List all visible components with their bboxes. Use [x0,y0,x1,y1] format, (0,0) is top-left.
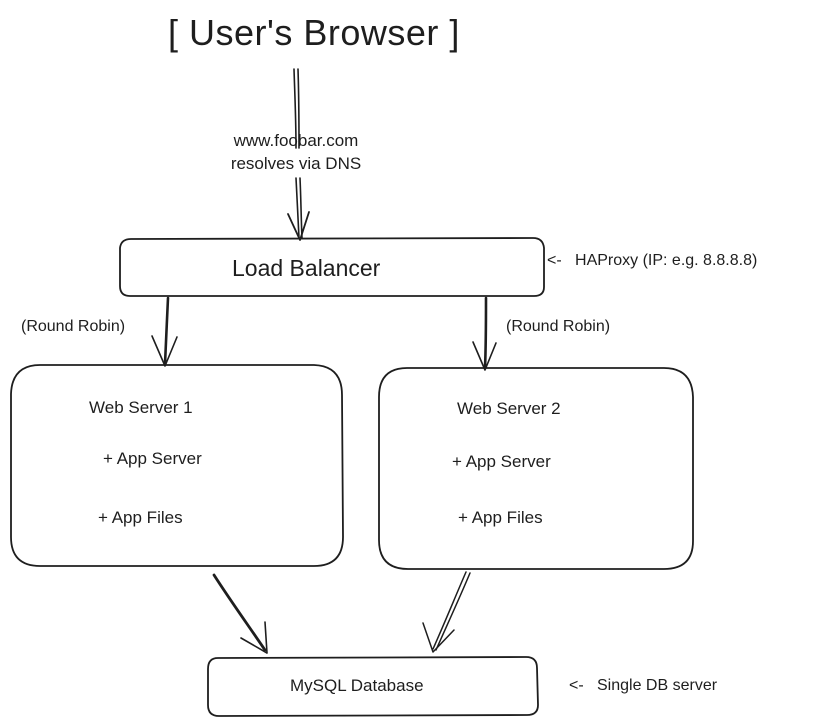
web-server-1-box [10,364,344,567]
haproxy-note: <- HAProxy (IP: e.g. 8.8.8.8) [547,252,758,269]
database-label: MySQL Database [290,676,424,695]
arrow-load-balancer-to-web-server-2 [472,296,497,371]
web-server-2-box [378,367,694,570]
web-server-1-title: Web Server 1 [89,398,193,417]
browser-title: [ User's Browser ] [168,12,460,53]
database-note: <- Single DB server [569,677,718,694]
arrow-load-balancer-to-web-server-1 [151,296,178,367]
web-server-1-app-files: + App Files [98,508,183,527]
load-balancer-box [119,237,545,297]
arrow-web-server-1-to-database [212,573,268,654]
web-server-2-app-server: + App Server [452,452,551,471]
load-balancer-label: Load Balancer [232,255,381,281]
round-robin-left-label: (Round Robin) [21,318,126,335]
database-box [207,656,539,717]
dns-resolution-label: www.foobar.com resolves via DNS [196,129,396,175]
arrow-web-server-2-to-database [422,571,471,653]
web-server-2-app-files: + App Files [458,508,543,527]
dns-domain-text: www.foobar.com [233,131,359,150]
web-server-2-title: Web Server 2 [457,399,561,418]
arrow-browser-to-load-balancer [287,68,310,241]
dns-resolves-text: resolves via DNS [230,154,362,173]
round-robin-right-label: (Round Robin) [506,318,611,335]
web-server-1-app-server: + App Server [103,449,202,468]
